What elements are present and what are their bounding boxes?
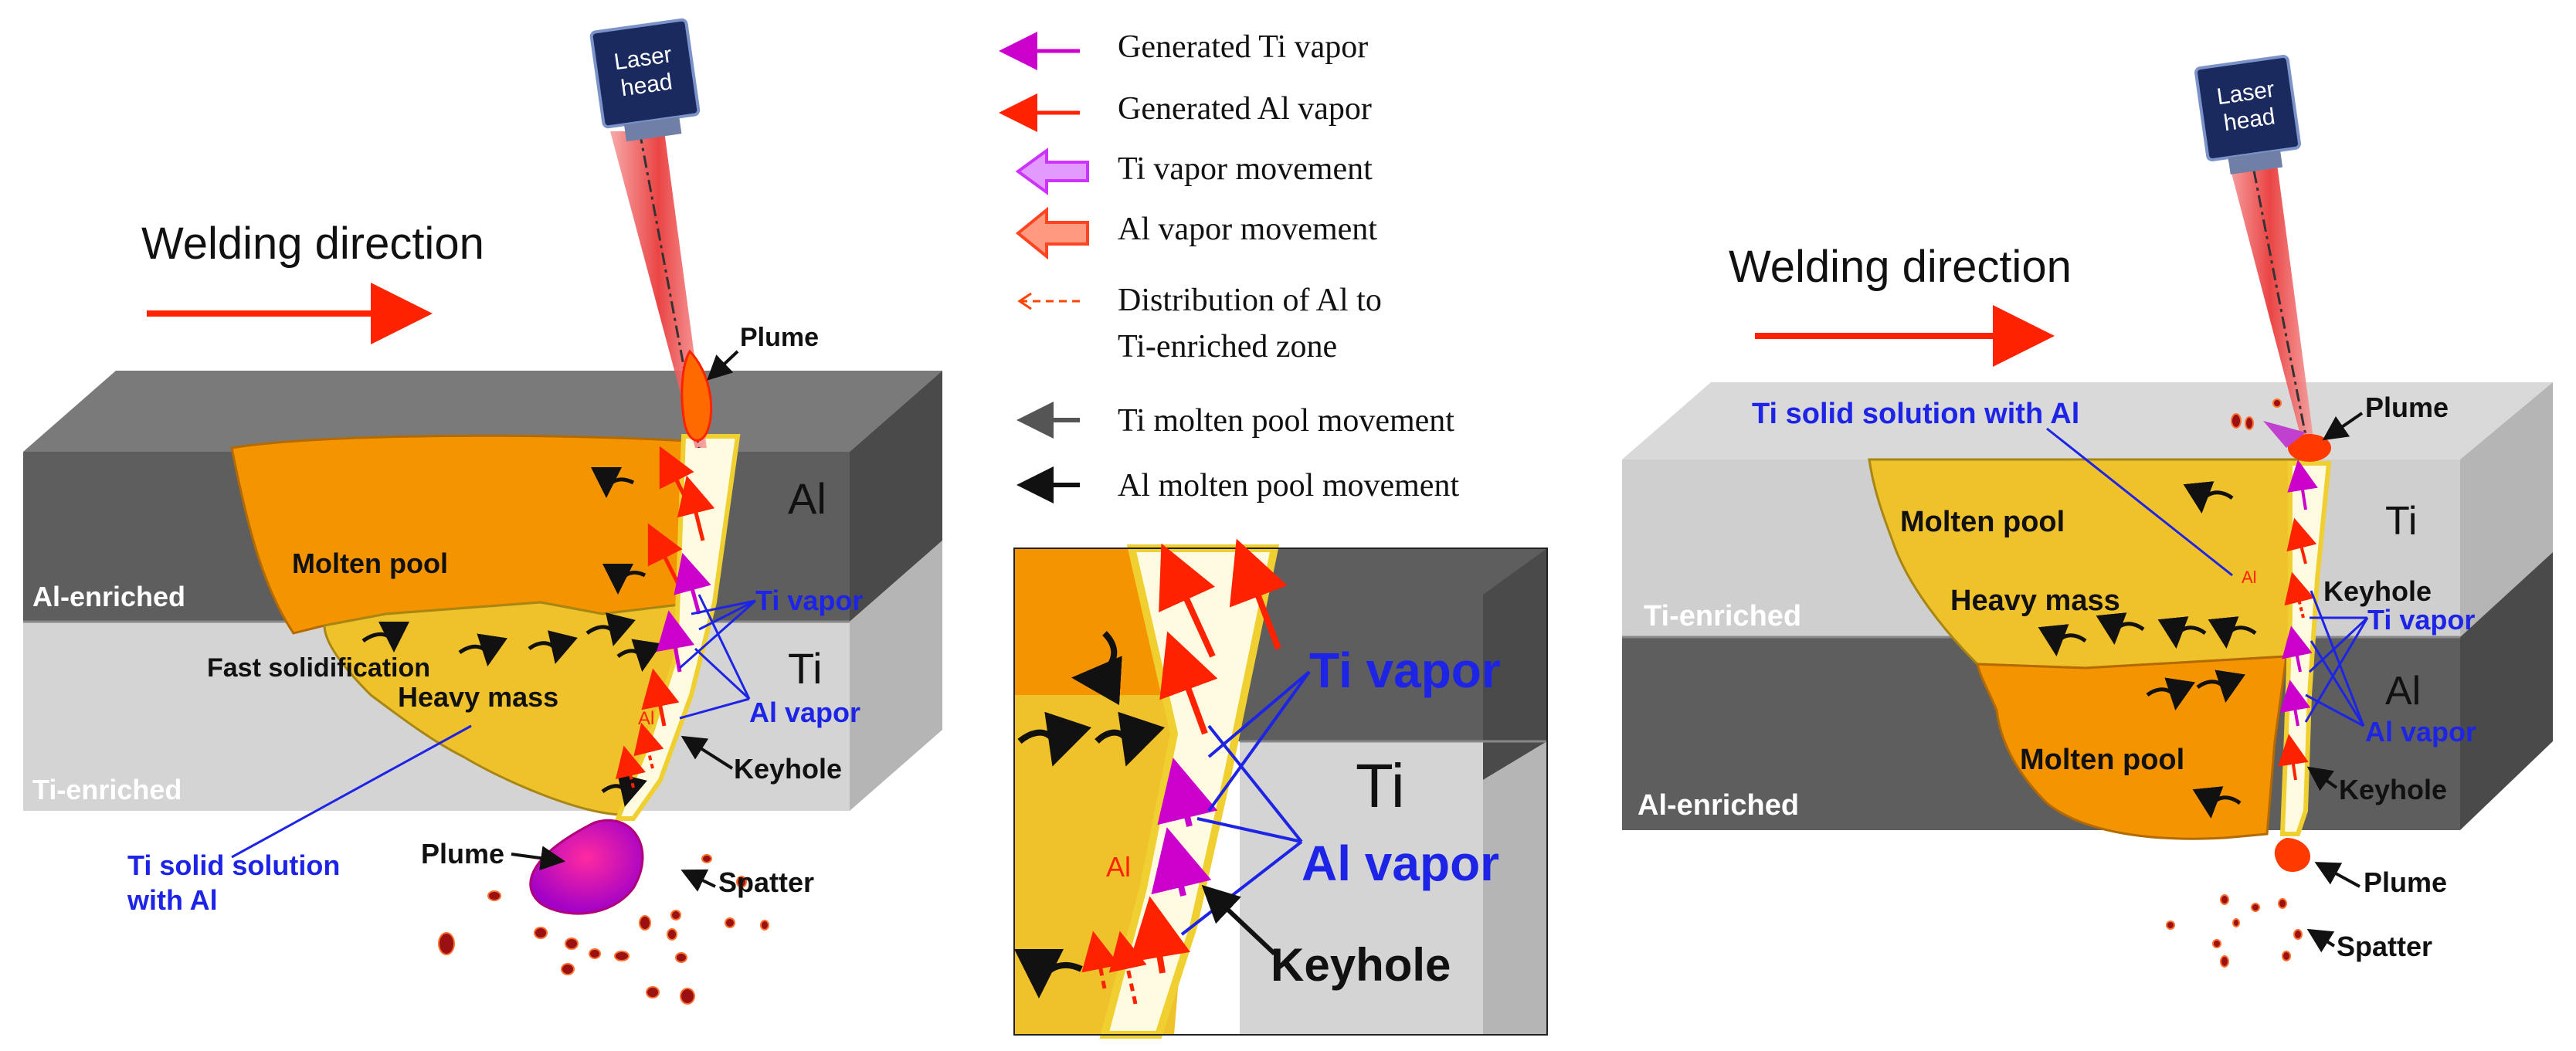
right-plume-bottom-shape	[2274, 838, 2310, 873]
legend-ti-vapor: Generated Ti vapor	[1118, 29, 1368, 65]
left-solid-solution-line1: Ti solid solution	[127, 849, 340, 881]
right-vapor-arrows	[2278, 459, 2318, 781]
left-molten-pool	[230, 434, 735, 635]
right-top-spatter	[2231, 398, 2282, 430]
left-keyhole-label: Keyhole	[734, 753, 842, 785]
left-block-side-ti	[850, 541, 942, 811]
left-panel: Welding direction Laser head Plume Al	[23, 18, 942, 1005]
right-al-vapor-pointers	[2305, 590, 2365, 727]
left-spatter-droplets	[438, 854, 769, 1005]
right-pool-flow-arrows	[2038, 481, 2257, 819]
right-plume-top-label: Plume	[2365, 392, 2449, 423]
right-ti-vapor-pointers	[2304, 616, 2369, 723]
zoom-pool-arrows	[1014, 631, 1166, 998]
legend-ti-vapor-move: Ti vapor movement	[1118, 151, 1373, 187]
left-solid-solution-line2: with Al	[127, 884, 218, 916]
left-plume-top-shape	[680, 349, 713, 442]
right-layer-al: Al	[2385, 669, 2421, 714]
legend-icon-al-vapor-move	[1015, 206, 1089, 260]
right-solid-solution: Ti solid solution with Al	[1752, 398, 2079, 430]
right-molten-pool-top: Molten pool	[1900, 506, 2065, 538]
right-spatter-label: Spatter	[2337, 931, 2432, 962]
legend: Generated Ti vapor Generated Al vapor Ti…	[999, 29, 1459, 503]
legend-al-pool: Al molten pool movement	[1118, 468, 1459, 503]
left-plume-bottom-label: Plume	[421, 838, 504, 870]
right-spatter-droplets	[2166, 894, 2303, 968]
right-plume-top-shape	[2288, 434, 2331, 462]
zoom-ti-label: Ti	[1356, 751, 1405, 820]
right-welding-direction: Welding direction	[1729, 242, 2072, 292]
right-heavy-mass: Heavy mass	[1950, 585, 2120, 617]
zoom-al-vapor-label: Al vapor	[1302, 836, 1499, 891]
left-al-vapor-pointers	[679, 594, 751, 720]
left-ti-enriched: Ti-enriched	[32, 774, 182, 805]
right-ti-enriched: Ti-enriched	[1644, 600, 1801, 632]
left-plume-bottom-shape	[529, 819, 644, 915]
left-heavy-mass-label: Heavy mass	[398, 681, 558, 713]
right-laser-beam	[2225, 147, 2316, 456]
right-block-side-al	[2460, 552, 2553, 830]
right-molten-pool-bottom-label: Molten pool	[2020, 744, 2184, 776]
left-al-enriched: Al-enriched	[32, 581, 185, 612]
legend-al-vapor: Generated Al vapor	[1118, 91, 1372, 127]
zoom-keyhole-label: Keyhole	[1271, 939, 1451, 991]
legend-icon-ti-vapor-move	[1015, 147, 1089, 195]
right-layer-ti: Ti	[2385, 499, 2417, 544]
left-plume-top-label: Plume	[740, 323, 819, 352]
left-welding-direction: Welding direction	[141, 219, 484, 269]
right-solid-solution-pointer	[2046, 427, 2233, 577]
right-panel: Welding direction Laser head Plume	[1622, 55, 2553, 968]
right-keyhole-top: Keyhole	[2323, 575, 2432, 607]
left-block-side-al	[850, 371, 942, 622]
left-spatter-label: Spatter	[718, 866, 814, 898]
left-layer-al: Al	[788, 474, 826, 523]
right-al-enriched: Al-enriched	[1638, 789, 1799, 822]
left-al-small: Al	[638, 708, 654, 729]
zoom-ti-vapor-pointers	[1207, 670, 1311, 812]
left-layer-ti: Ti	[788, 644, 823, 693]
left-molten-pool-label: Molten pool	[292, 548, 448, 579]
left-pool-flow-arrows	[361, 466, 662, 807]
zoom-al-small: Al	[1106, 851, 1131, 883]
zoom-ti-vapor-label: Ti vapor	[1309, 642, 1501, 698]
legend-distribution-line1: Distribution of Al to	[1118, 283, 1382, 318]
right-keyhole-bottom: Keyhole	[2339, 774, 2447, 805]
left-vapor-arrows	[615, 446, 715, 788]
zoom-panel: Al Ti Ti vapor Al vapor Keyhole	[1013, 538, 1548, 1039]
left-al-vapor-label: Al vapor	[749, 697, 860, 728]
right-al-vapor: Al vapor	[2365, 716, 2476, 748]
left-block-top	[23, 371, 942, 452]
right-ti-vapor: Ti vapor	[2367, 604, 2475, 636]
legend-al-vapor-move: Al vapor movement	[1118, 212, 1377, 247]
right-laser-head: Laser head	[2194, 55, 2301, 175]
right-al-small: Al	[2242, 568, 2257, 587]
left-solid-solution-pointer	[231, 724, 472, 859]
left-fast-solidification: Fast solidification	[207, 653, 430, 683]
right-plume-bottom-label: Plume	[2364, 866, 2447, 898]
legend-distribution-line2: Ti-enriched zone	[1118, 329, 1337, 364]
zoom-vapor-arrows	[1081, 538, 1288, 1005]
left-laser-head: Laser head	[589, 18, 701, 142]
left-laser-beam	[610, 131, 707, 448]
legend-ti-pool: Ti molten pool movement	[1118, 403, 1454, 439]
left-ti-vapor-label: Ti vapor	[755, 585, 863, 616]
